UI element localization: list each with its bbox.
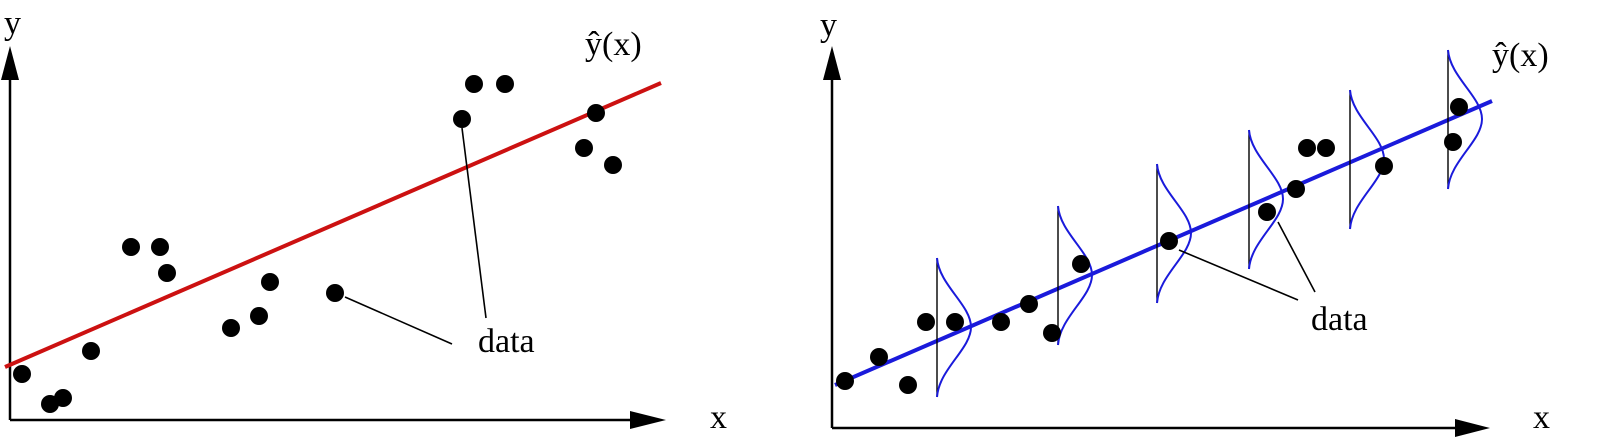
data-point xyxy=(917,313,935,331)
gaussian-curve xyxy=(936,257,973,398)
data-point xyxy=(836,372,854,390)
left-y-axis-arrow xyxy=(1,46,19,80)
data-point xyxy=(1450,98,1468,116)
right-callout-line xyxy=(1277,221,1316,293)
data-point xyxy=(151,238,169,256)
right-panel: y x ŷ(x) xyxy=(820,7,1550,437)
right-gaussian-curves xyxy=(936,49,1484,398)
right-x-axis-arrow xyxy=(1455,419,1490,437)
right-x-axis-label: x xyxy=(1533,399,1550,436)
data-point xyxy=(158,264,176,282)
data-point xyxy=(604,156,622,174)
data-point xyxy=(1160,232,1178,250)
data-point xyxy=(326,284,344,302)
right-fit-label: ŷ(x) xyxy=(1492,37,1549,74)
data-point xyxy=(575,139,593,157)
data-point xyxy=(946,313,964,331)
data-point xyxy=(1317,139,1335,157)
data-point xyxy=(587,104,605,122)
data-point xyxy=(82,342,100,360)
left-fit-label: ŷ(x) xyxy=(585,26,642,63)
gaussian-curve xyxy=(1248,129,1285,270)
data-point xyxy=(992,313,1010,331)
left-fit-line xyxy=(4,81,662,369)
data-point xyxy=(1298,139,1316,157)
data-point xyxy=(899,376,917,394)
data-point xyxy=(122,238,140,256)
data-point xyxy=(1258,203,1276,221)
data-point xyxy=(1375,157,1393,175)
data-point xyxy=(465,75,483,93)
right-data-points xyxy=(836,98,1468,394)
data-point xyxy=(1444,133,1462,151)
left-y-axis-label: y xyxy=(4,5,21,42)
data-point xyxy=(870,348,888,366)
left-x-axis-arrow xyxy=(630,411,666,429)
right-callout-line xyxy=(1178,249,1299,301)
left-callout-line xyxy=(344,296,453,345)
right-data-label: data xyxy=(1311,301,1368,338)
data-point xyxy=(13,365,31,383)
right-y-axis-arrow xyxy=(823,46,841,80)
data-point xyxy=(496,75,514,93)
data-point xyxy=(453,110,471,128)
right-y-axis-label: y xyxy=(820,7,837,44)
data-point xyxy=(1287,180,1305,198)
left-data-label: data xyxy=(478,323,535,360)
data-point xyxy=(1020,295,1038,313)
data-point xyxy=(261,273,279,291)
gaussian-curve xyxy=(1057,205,1094,346)
left-callout-line xyxy=(461,127,487,319)
data-point xyxy=(250,307,268,325)
gaussian-curve xyxy=(1447,49,1484,190)
gaussian-curve xyxy=(1156,163,1193,304)
left-x-axis-label: x xyxy=(710,399,727,436)
left-data-points xyxy=(13,75,622,413)
data-point xyxy=(54,389,72,407)
data-point xyxy=(1043,324,1061,342)
data-point xyxy=(1072,255,1090,273)
left-panel: y x ŷ(x) data xyxy=(1,5,727,436)
data-point xyxy=(222,319,240,337)
